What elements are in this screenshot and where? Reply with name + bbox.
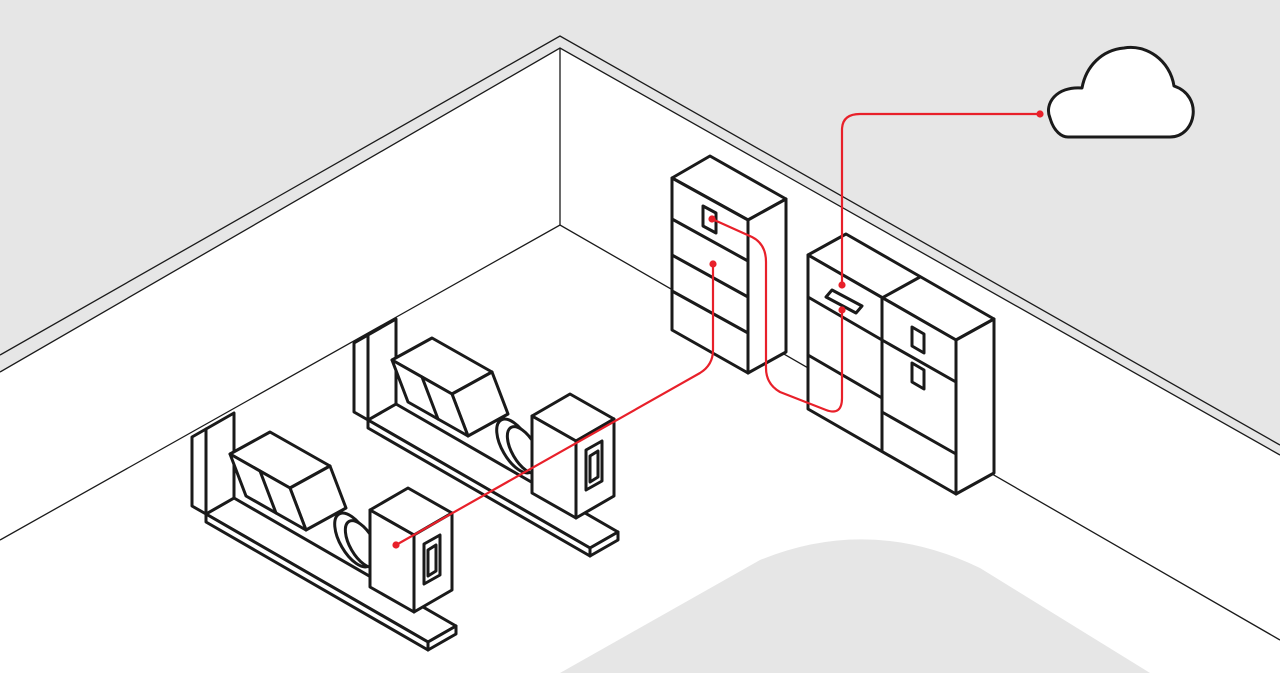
connection-point bbox=[838, 306, 846, 314]
control-panel-slot-2 bbox=[910, 361, 926, 391]
control-cabinet-icon bbox=[806, 232, 996, 496]
control-panel-slot-1 bbox=[910, 325, 926, 355]
wall-floor-edge bbox=[0, 224, 1280, 641]
connection-point bbox=[392, 541, 400, 549]
connection-generator-to-rack bbox=[394, 262, 715, 547]
floor-bottom-shadow bbox=[560, 539, 1150, 673]
connection-control-to-cloud bbox=[840, 112, 1042, 287]
connection-point bbox=[838, 281, 846, 289]
cloud-icon bbox=[1047, 45, 1195, 139]
control-panel-display bbox=[824, 288, 864, 315]
left-wall bbox=[0, 48, 560, 540]
connection-point bbox=[708, 215, 716, 223]
connection-rack-to-control bbox=[710, 217, 844, 413]
server-cabinet-icon bbox=[670, 154, 788, 375]
connection-point bbox=[709, 260, 717, 268]
connection-point bbox=[1036, 110, 1044, 118]
wall-top-edge-outer bbox=[0, 35, 1280, 446]
